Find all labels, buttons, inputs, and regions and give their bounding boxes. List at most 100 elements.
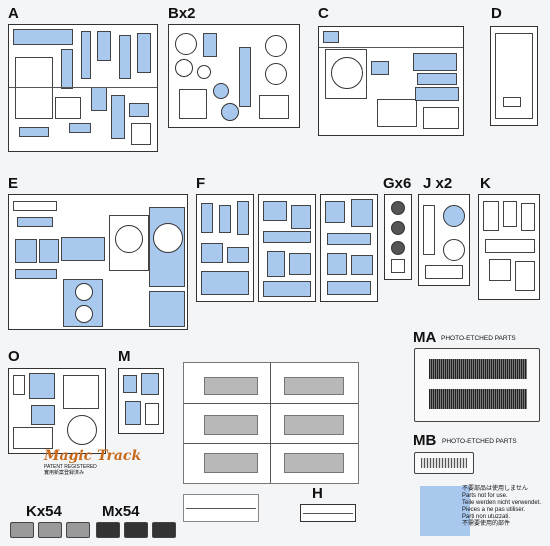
sprue-c-part	[377, 99, 417, 127]
sprue-f-3	[320, 194, 378, 302]
sprue-f-part	[201, 203, 213, 233]
sprue-o-part	[29, 373, 55, 399]
sprue-k-part	[485, 239, 535, 253]
sprue-f-part	[263, 281, 311, 297]
sprue-e-part	[61, 237, 105, 261]
sprue-e-part	[149, 291, 185, 327]
sprue-c-ring	[331, 57, 363, 89]
track-link-cluster	[204, 377, 258, 395]
pe-ma-mesh	[429, 389, 527, 409]
sprue-a-part	[81, 31, 91, 79]
sprue-a-part	[97, 31, 111, 61]
sprue-label-g: Gx6	[383, 175, 412, 192]
sprue-label-mb: MB	[413, 432, 437, 449]
sprue-g-part	[391, 259, 405, 273]
sprue-c-part	[415, 87, 459, 101]
sprue-j-part	[423, 205, 435, 255]
ma-caption: PHOTO-ETCHED PARTS	[441, 335, 516, 342]
sprue-b-part	[259, 95, 289, 119]
sprue-j-part	[425, 265, 463, 279]
pe-sheet-mb	[414, 452, 474, 474]
sprue-k-part	[515, 261, 535, 291]
sprue-f-part	[267, 251, 285, 277]
notice-line: Parts not for use.	[462, 493, 508, 499]
pe-sheet-ma	[414, 348, 540, 422]
sprue-a-part	[55, 97, 81, 119]
sprue-f-part	[263, 201, 287, 221]
sprue-m-part	[141, 373, 159, 395]
notice-line: 不需要使用的部件	[462, 521, 511, 527]
sprue-o-part	[13, 375, 25, 395]
sprue-b-wheel	[175, 59, 193, 77]
sprue-a-part	[131, 123, 151, 145]
pe-mb-mesh	[421, 458, 467, 468]
sprue-label-k: K	[480, 175, 491, 192]
sprue-a-part	[19, 127, 49, 137]
sprue-a-part	[13, 29, 73, 45]
sprue-f-part	[289, 253, 311, 275]
sprue-c	[318, 26, 464, 136]
sprue-track-links	[183, 362, 359, 484]
track-runner	[184, 403, 358, 404]
sprue-e-part	[17, 217, 53, 227]
sprue-label-d: D	[491, 5, 502, 22]
sprue-label-ma: MA	[413, 329, 437, 346]
sprue-f-part	[325, 201, 345, 223]
sprue-label-m: M	[118, 348, 131, 365]
track-link-k-icon	[10, 522, 34, 538]
label-kx54: Kx54	[26, 503, 62, 520]
sprue-a-part	[61, 49, 73, 89]
sprue-b-part	[179, 89, 207, 119]
sprue-a-part	[137, 33, 151, 73]
sprue-a-part	[111, 95, 125, 139]
sprue-g-wheel	[391, 221, 405, 235]
sprue-m-part	[145, 403, 159, 425]
sprue-c-runner	[319, 47, 463, 48]
sprue-o-part	[13, 427, 53, 449]
notice-line: Pieces a ne pas utiliser.	[462, 507, 526, 513]
sprue-d	[490, 26, 538, 126]
sprue-f-part	[227, 247, 249, 263]
magic-track-brand: Magic Track	[44, 448, 142, 464]
sprue-b-sprocket	[265, 63, 287, 85]
sprue-f-part	[327, 281, 371, 295]
sprue-b-part	[239, 47, 251, 107]
sprue-k-part	[489, 259, 511, 281]
sprue-b	[168, 24, 300, 128]
sprue-g	[384, 194, 412, 280]
track-link-cluster	[284, 453, 344, 473]
sprue-label-j: J x2	[423, 175, 453, 192]
notice-line: Teile werden nicht verwendet.	[462, 500, 542, 506]
sprue-g-wheel	[391, 241, 405, 255]
sprue-f-part	[237, 201, 249, 235]
track-link-cluster	[204, 415, 258, 435]
sprue-e-ring	[115, 225, 143, 253]
sprue-o-part	[31, 405, 55, 425]
sprue-f-part	[291, 205, 311, 229]
magic-track-patent: PATENT REGISTERED	[44, 464, 97, 470]
sprue-e-part	[15, 239, 37, 263]
notice-line: 不要部品は使用しません	[462, 486, 528, 492]
sprue-b-wheel	[213, 83, 229, 99]
sprue-f-part	[327, 233, 371, 245]
sprue-a	[8, 24, 158, 152]
sprue-f-part	[263, 231, 311, 243]
sprue-a-part	[69, 123, 91, 133]
sprue-label-b: Bx2	[168, 5, 196, 22]
sprue-b-wheel	[197, 65, 211, 79]
sprue-e-wheel	[75, 305, 93, 323]
magic-track-logo: Magic Track PATENT REGISTERED 實用新案登録済み	[44, 448, 141, 476]
sprue-f-part	[327, 253, 347, 275]
sprue-f-part	[219, 205, 231, 233]
sprue-label-c: C	[318, 5, 329, 22]
sprue-label-a: A	[8, 5, 19, 22]
sprue-e-part	[13, 201, 57, 211]
sprue-o-hatch	[63, 375, 99, 409]
track-runner	[270, 363, 271, 483]
sprue-label-h: H	[312, 485, 323, 502]
sprue-j-wheel	[443, 205, 465, 227]
sprue-c-part	[413, 53, 457, 71]
sprue-e-part	[63, 279, 103, 327]
sprue-c-part	[417, 73, 457, 85]
sprue-f-part	[351, 199, 373, 227]
